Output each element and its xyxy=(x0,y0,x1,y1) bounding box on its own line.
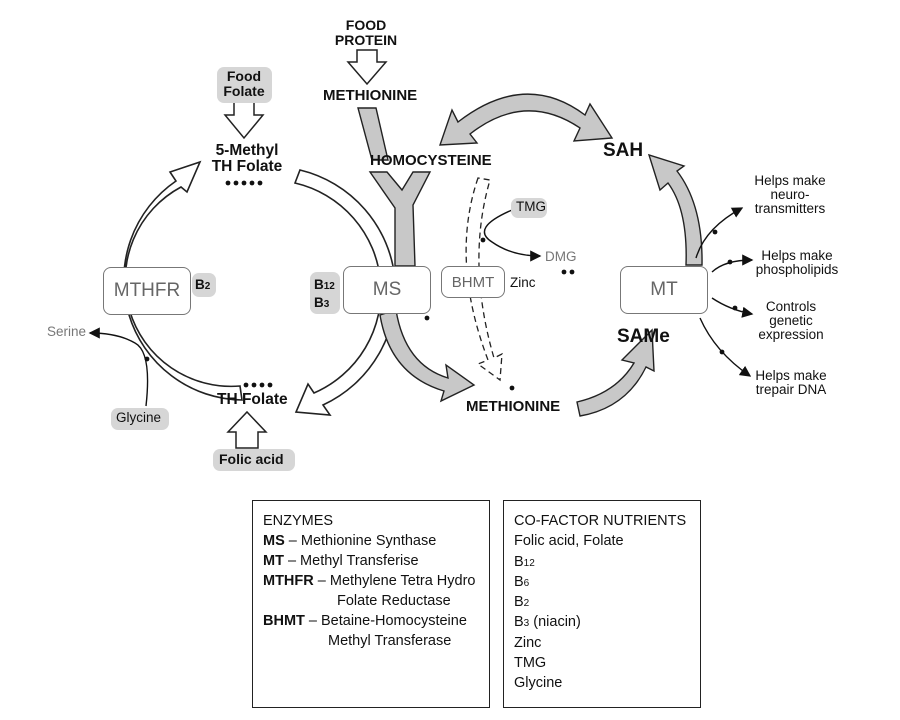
food-protein-label: FOOD PROTEIN xyxy=(334,17,398,48)
mt-enzyme-box: MT xyxy=(620,266,708,314)
bhmt-enzyme-box: BHMT xyxy=(441,266,505,298)
legend-row-mthfr-cont: Folate Reductase xyxy=(337,593,451,609)
legend-row-mthfr: MTHFR – Methylene Tetra Hydro xyxy=(263,573,476,589)
methionine-to-same-arrow xyxy=(576,328,655,417)
legend-row-bhmt: BHMT – Betaine-Homocysteine xyxy=(263,613,467,629)
mthfr-label: MTHFR xyxy=(113,280,181,301)
sah-label: SAH xyxy=(603,140,644,161)
cofactor-b12: B12 xyxy=(514,554,535,570)
genetic-output-arrow xyxy=(711,297,754,318)
ms-enzyme-box: MS xyxy=(343,266,431,314)
same-label: SAMe xyxy=(617,326,670,347)
enzymes-legend-heading: ENZYMES xyxy=(263,513,334,529)
same-to-sah-arrow xyxy=(647,153,703,266)
th-folate-label: TH Folate xyxy=(217,391,288,408)
food-folate-label: Food Folate xyxy=(223,68,265,99)
legend-row-mt: MT – Methyl Transferise xyxy=(263,553,419,569)
bhmt-dashed-arrow xyxy=(465,177,503,382)
dmg-label: DMG xyxy=(545,249,577,264)
enzymes-legend: ENZYMES MS – Methionine Synthase MT – Me… xyxy=(252,500,490,708)
methionine-bottom-label: METHIONINE xyxy=(466,398,561,415)
folic-acid-label: Folic acid xyxy=(219,451,284,467)
dna-output-arrow xyxy=(699,317,752,377)
cofactors-legend: CO-FACTOR NUTRIENTS Folic acid, Folate B… xyxy=(503,500,701,708)
methionine-top-label: METHIONINE xyxy=(323,87,418,104)
cofactor-b6: B6 xyxy=(514,574,530,590)
tmg-dmg-arrow xyxy=(483,209,542,262)
methyl-th-folate-label: 5-Methyl TH Folate xyxy=(211,142,283,176)
genetic-expression-output: Controls genetic expression xyxy=(758,299,824,343)
serine-label: Serine xyxy=(47,324,87,339)
cofactor-tmg: TMG xyxy=(514,655,547,671)
food-folate-pill xyxy=(217,67,272,103)
cofactors-legend-heading: CO-FACTOR NUTRIENTS xyxy=(514,513,687,529)
methionine-to-homocysteine-arrow xyxy=(357,107,389,161)
mthfr-enzyme-box: MTHFR xyxy=(103,267,191,315)
folic-acid-arrow xyxy=(226,410,268,449)
b2-cofactor-label: B2 xyxy=(195,277,211,292)
repair-dna-output: Helps make trepair DNA xyxy=(755,368,827,398)
legend-row-bhmt-cont: Methyl Transferase xyxy=(328,633,452,649)
legend-row-ms: MS – Methionine Synthase xyxy=(263,533,437,549)
cofactor-glycine: Glycine xyxy=(514,675,563,691)
cofactor-folic: Folic acid, Folate xyxy=(514,533,624,549)
bhmt-label: BHMT xyxy=(451,273,495,291)
folic-acid-pill xyxy=(213,449,295,471)
b12-b3-cofactor-label: B12 B3 xyxy=(314,277,335,311)
folate-cycle-right-arrow xyxy=(293,169,397,416)
phospholipids-output: Helps make phospholipids xyxy=(755,248,839,278)
glycine-label: Glycine xyxy=(116,410,162,425)
glycine-serine-arrow xyxy=(88,327,149,407)
food-folate-arrow xyxy=(223,101,265,140)
cofactor-b3: B3 (niacin) xyxy=(514,614,581,630)
food-protein-arrow xyxy=(346,49,388,86)
sah-homocysteine-arch-arrow xyxy=(439,93,614,146)
glycine-pill xyxy=(111,408,169,430)
neurotransmitters-output: Helps make neuro- transmitters xyxy=(754,173,826,217)
zinc-cofactor-label: Zinc xyxy=(510,275,536,290)
homocysteine-junction xyxy=(368,171,432,267)
homocysteine-label: HOMOCYSTEINE xyxy=(370,152,492,169)
tmg-label: TMG xyxy=(516,199,546,214)
tmg-pill xyxy=(511,198,547,218)
b2-pill xyxy=(192,273,216,297)
ms-label: MS xyxy=(372,279,402,300)
ms-to-methionine-arrow xyxy=(379,309,476,403)
folate-cycle-left-arrow xyxy=(122,160,243,401)
cofactor-zinc: Zinc xyxy=(514,635,542,651)
mt-label: MT xyxy=(650,279,678,300)
b12-b3-pill xyxy=(310,272,340,314)
neuro-output-arrow xyxy=(695,207,744,259)
cofactor-b2: B2 xyxy=(514,594,530,610)
